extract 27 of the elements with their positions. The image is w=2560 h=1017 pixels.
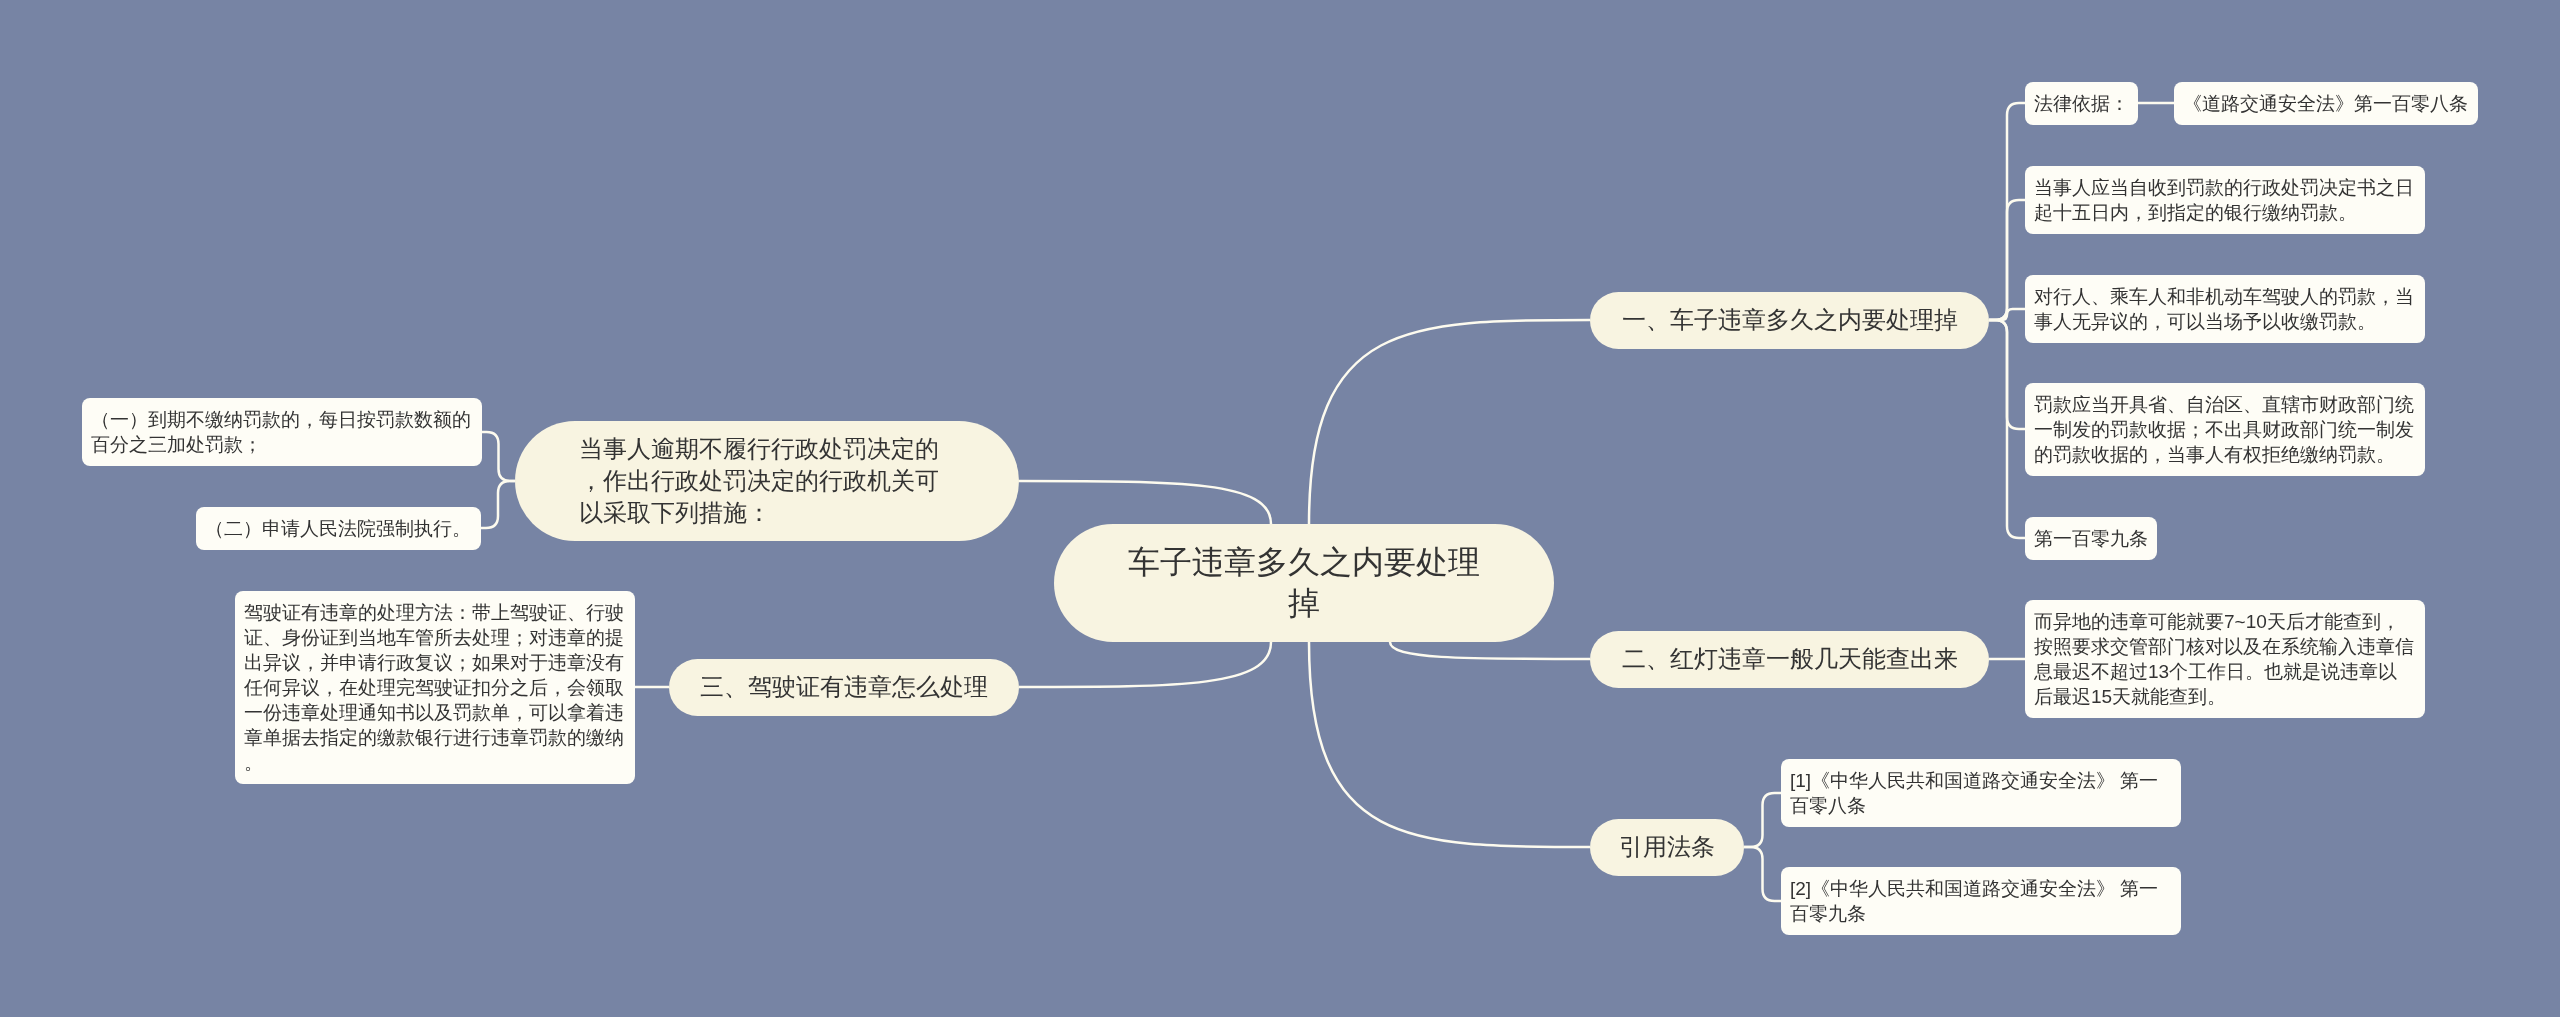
detail-note: 法律依据： xyxy=(2025,81,2138,125)
connector-line xyxy=(1388,641,1590,661)
detail-note: 对行人、乘车人和非机动车驾驶人的罚款，当事人无异议的，可以当场予以收缴罚款。 xyxy=(2025,275,2425,343)
connector-line xyxy=(1019,479,1273,525)
detail-note: [1]《中华人民共和国道路交通安全法》 第一百零八条 xyxy=(1781,759,2181,827)
subtopic: 引用法条 xyxy=(1590,818,1744,876)
subtopic: 一、车子违章多久之内要处理掉 xyxy=(1590,291,1989,349)
connector-line xyxy=(481,479,515,530)
subtopic: 三、驾驶证有违章怎么处理 xyxy=(669,658,1019,716)
central-topic: 车子违章多久之内要处理掉 xyxy=(1054,524,1554,642)
detail-note: （二）申请人民法院强制执行。 xyxy=(196,506,481,550)
detail-note: 罚款应当开具省、自治区、直辖市财政部门统一制发的罚款收据；不出具财政部门统一制发的罚款收据的，当事人有权拒绝缴纳罚款。 xyxy=(2025,382,2425,476)
connector-line xyxy=(1989,657,2025,661)
detail-note: 而异地的违章可能就要7~10天后才能查到，按照要求交管部门核对以及在系统输入违章信息最迟不超过13个工作日。也就是说违章以后最迟15天就能查到。 xyxy=(2025,600,2425,718)
connector-line xyxy=(635,685,669,689)
connector-line xyxy=(1307,318,1590,525)
detail-note: [2]《中华人民共和国道路交通安全法》 第一百零九条 xyxy=(1781,867,2181,935)
detail-note: 驾驶证有违章的处理方法：带上驾驶证、行驶证、身份证到当地车管所去处理；对违章的提出异议，并申请行政复议；如果对于违章没有任何异议，在处理完驾驶证扣分之后，会领取一份违章处理通知书以及罚款单，可以拿着违章单据去指定的缴款银行进行违章罚款的缴纳。 xyxy=(235,590,635,784)
connector-line xyxy=(2138,101,2174,105)
detail-note: 第一百零九条 xyxy=(2025,516,2157,560)
detail-note: （一）到期不缴纳罚款的，每日按罚款数额的百分之三加处罚款； xyxy=(82,398,482,466)
connector-line xyxy=(1307,641,1590,849)
detail-note: 《道路交通安全法》第一百零八条 xyxy=(2174,81,2478,125)
subtopic: 二、红灯违章一般几天能查出来 xyxy=(1590,630,1989,688)
detail-note: 当事人应当自收到罚款的行政处罚决定书之日起十五日内，到指定的银行缴纳罚款。 xyxy=(2025,166,2425,234)
connector-line xyxy=(1019,641,1273,689)
subtopic: 当事人逾期不履行行政处罚决定的，作出行政处罚决定的行政机关可以采取下列措施： xyxy=(515,421,1019,541)
